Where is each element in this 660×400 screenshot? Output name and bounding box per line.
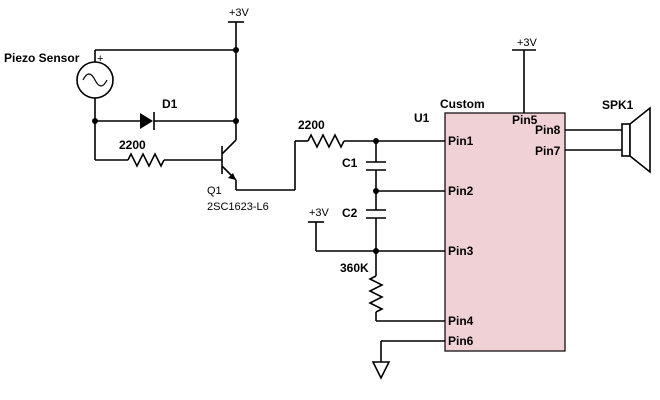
pin3-label: Pin3 — [448, 244, 474, 258]
capacitor-c1 — [366, 141, 386, 191]
u1-name: Custom — [440, 97, 485, 111]
power-label-mid: +3V — [309, 207, 330, 219]
u1-ref: U1 — [414, 111, 430, 125]
pin7-label: Pin7 — [535, 144, 561, 158]
piezo-polarity: + — [97, 53, 103, 65]
pin4-label: Pin4 — [448, 314, 474, 328]
r-360k-label: 360K — [340, 261, 369, 275]
resistor-pin1 — [294, 133, 445, 190]
c2-label: C2 — [342, 206, 358, 220]
piezo-label: Piezo Sensor — [4, 51, 80, 65]
speaker-spk1 — [565, 106, 651, 174]
power-symbol-u1 — [512, 49, 536, 113]
pin2-label: Pin2 — [448, 184, 474, 198]
pin6-label: Pin6 — [448, 334, 474, 348]
q1-ref: Q1 — [207, 185, 222, 197]
r-base-label: 2200 — [119, 138, 146, 152]
power-symbol-mid — [308, 221, 445, 252]
r-pin1-label: 2200 — [298, 118, 325, 132]
pin5-label: Pin5 — [512, 113, 538, 127]
resistor-360k — [368, 251, 445, 322]
d1-label: D1 — [162, 97, 178, 111]
pin8-label: Pin8 — [535, 123, 561, 137]
power-label-u1: +3V — [517, 37, 538, 49]
ground-symbol — [371, 340, 445, 380]
transistor-q1 — [221, 139, 295, 191]
q1-part: 2SC1623-L6 — [207, 201, 269, 213]
ic-u1-body — [444, 112, 566, 352]
resistor-base — [94, 121, 222, 168]
piezo-sensor: + — [76, 50, 114, 121]
diode-d1 — [95, 112, 236, 130]
power-symbol-top-left — [228, 21, 244, 50]
pin1-label: Pin1 — [448, 134, 474, 148]
power-label-top-left: +3V — [229, 7, 250, 19]
spk1-label: SPK1 — [602, 98, 634, 112]
c1-label: C1 — [342, 156, 358, 170]
capacitor-c2 — [366, 191, 386, 251]
